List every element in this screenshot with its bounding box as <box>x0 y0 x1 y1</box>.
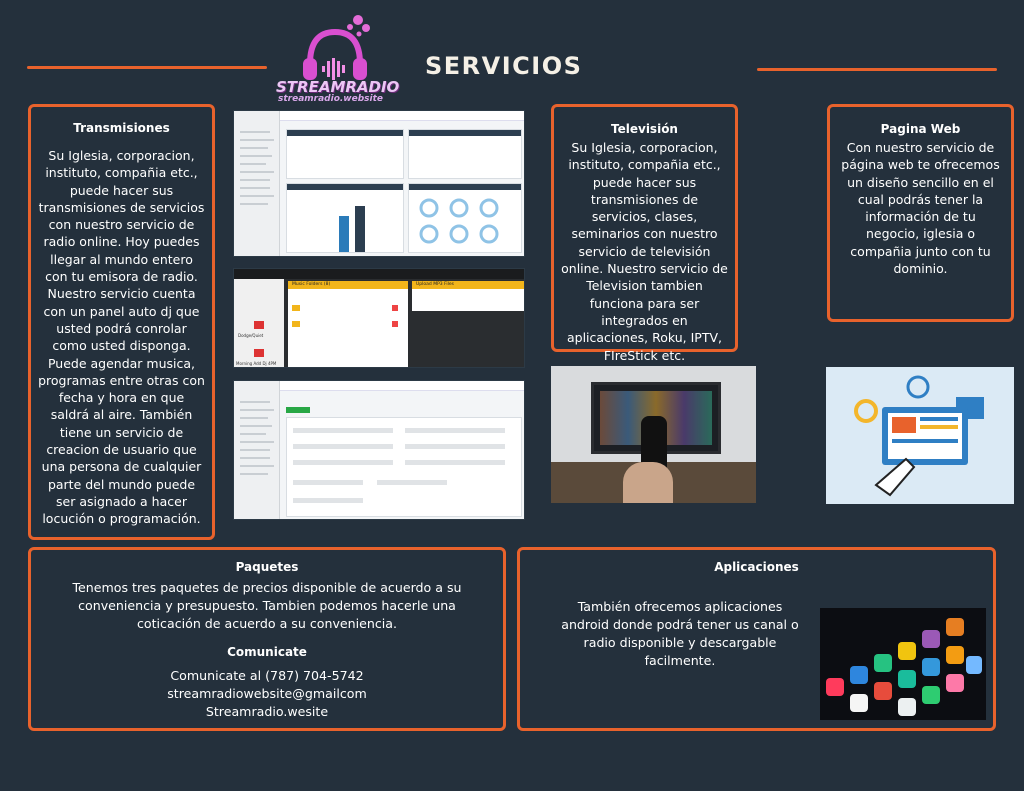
transmisiones-card: Transmisiones Su Iglesia, corporacion, i… <box>28 104 215 540</box>
streamradio-logo: STREAMRADIO streamradio.website <box>270 14 399 106</box>
paquetes-heading: Paquetes <box>235 560 299 574</box>
gear-icon <box>854 399 878 423</box>
paquetes-card: Paquetes Tenemos tres paquetes de precio… <box>28 547 506 731</box>
logo-title: STREAMRADIO <box>276 78 400 96</box>
settings-form-screenshot <box>233 380 525 520</box>
television-body: Su Iglesia, corporacion, instituto, comp… <box>561 140 728 363</box>
aplicaciones-body: También ofrecemos aplicaciones android d… <box>561 599 799 668</box>
paquetes-body: Tenemos tres paquetes de precios disponi… <box>72 580 462 631</box>
comunicate-heading: Comunicate <box>227 645 307 659</box>
pagina-web-card: Pagina Web Con nuestro servicio de págin… <box>827 104 1014 322</box>
web-design-illustration <box>826 367 1014 504</box>
transmisiones-heading: Transmisiones <box>73 121 170 135</box>
television-heading: Televisión <box>611 122 678 136</box>
headphones-icon <box>303 15 370 80</box>
comunicate-phone[interactable]: Comunicate al (787) 704-5742 <box>170 668 364 683</box>
aplicaciones-card: Aplicaciones También ofrecemos aplicacio… <box>517 547 996 731</box>
page-title: SERVICIOS <box>425 52 583 80</box>
aplicaciones-heading: Aplicaciones <box>714 560 799 574</box>
header-line-right <box>757 68 997 71</box>
transmisiones-body: Su Iglesia, corporacion, instituto, comp… <box>38 148 205 527</box>
upload-header: Upload MP3 Files <box>412 281 524 289</box>
app-icons-photo <box>820 608 986 720</box>
television-card: Televisión Su Iglesia, corporacion, inst… <box>551 104 738 363</box>
logo-subtitle: streamradio.website <box>278 94 384 104</box>
tv-remote-photo <box>551 366 756 503</box>
header-line-left <box>27 66 267 69</box>
comunicate-site[interactable]: Streamradio.wesite <box>205 704 329 719</box>
music-folders-header: Music Folders (8) <box>288 281 408 289</box>
pagina-web-heading: Pagina Web <box>880 122 961 136</box>
playlist-a-label: Dodge/Quiet <box>238 333 264 338</box>
dashboard-screenshot <box>233 110 525 257</box>
playlist-b-label: Morning Add Dj 4PM <box>236 361 277 366</box>
comunicate-email[interactable]: streamradiowebsite@gmailcom <box>167 686 367 701</box>
pagina-web-body: Con nuestro servicio de página web te of… <box>841 140 1000 277</box>
magnifier-icon <box>906 375 930 399</box>
hand-icon <box>874 457 916 497</box>
music-folders-screenshot: Dodge/Quiet Morning Add Dj 4PM Music Fol… <box>233 268 525 368</box>
